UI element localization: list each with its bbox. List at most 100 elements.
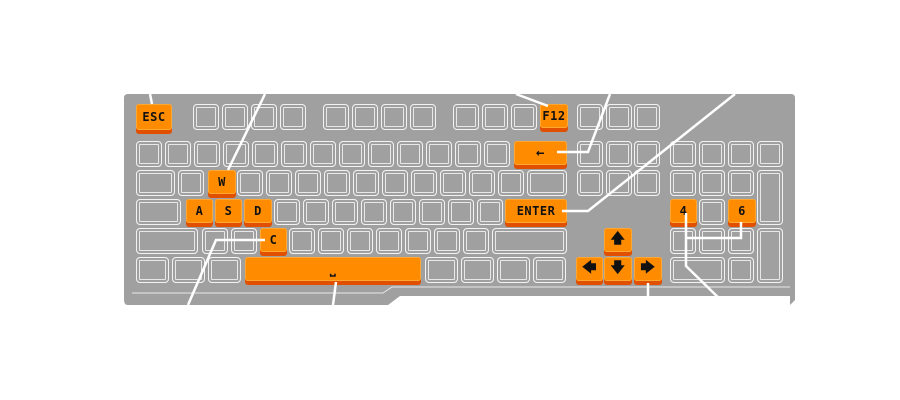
key[interactable] xyxy=(670,141,696,167)
key[interactable] xyxy=(353,170,379,196)
key[interactable] xyxy=(728,141,754,167)
key[interactable] xyxy=(310,141,336,167)
key[interactable] xyxy=(699,141,725,167)
key[interactable] xyxy=(361,199,387,225)
key[interactable] xyxy=(482,104,508,130)
key[interactable] xyxy=(757,228,783,283)
key[interactable] xyxy=(527,170,567,196)
key[interactable] xyxy=(498,170,524,196)
key[interactable] xyxy=(303,199,329,225)
key-s-highlighted[interactable]: S xyxy=(215,199,242,223)
key[interactable] xyxy=(533,257,566,283)
key[interactable] xyxy=(165,141,191,167)
key[interactable] xyxy=(266,170,292,196)
key[interactable] xyxy=(339,141,365,167)
key[interactable] xyxy=(606,141,632,167)
key[interactable] xyxy=(699,199,725,225)
key[interactable] xyxy=(222,104,248,130)
key[interactable] xyxy=(426,141,452,167)
key[interactable] xyxy=(178,170,204,196)
key-a-highlighted[interactable]: A xyxy=(186,199,213,223)
key[interactable] xyxy=(469,170,495,196)
key[interactable] xyxy=(208,257,241,283)
key[interactable] xyxy=(405,228,431,254)
key-num6-highlighted[interactable]: 6 xyxy=(728,199,756,223)
key[interactable] xyxy=(274,199,300,225)
key[interactable] xyxy=(136,170,175,196)
key[interactable] xyxy=(172,257,205,283)
key[interactable] xyxy=(606,104,632,130)
key-label: ESC xyxy=(142,110,166,124)
key[interactable] xyxy=(376,228,402,254)
key[interactable] xyxy=(368,141,394,167)
key[interactable] xyxy=(397,141,423,167)
key-arrow-down-highlighted[interactable]: 🡇 xyxy=(604,257,632,281)
key[interactable] xyxy=(252,141,278,167)
key[interactable] xyxy=(477,199,503,225)
key[interactable] xyxy=(699,228,725,254)
key[interactable] xyxy=(463,228,489,254)
key[interactable] xyxy=(577,141,603,167)
key[interactable] xyxy=(497,257,530,283)
key-esc-highlighted[interactable]: ESC xyxy=(136,104,172,130)
key[interactable] xyxy=(440,170,466,196)
key[interactable] xyxy=(324,170,350,196)
key[interactable] xyxy=(757,141,783,167)
key[interactable] xyxy=(606,170,632,196)
key[interactable] xyxy=(728,170,754,196)
key[interactable] xyxy=(455,141,481,167)
key[interactable] xyxy=(670,228,696,254)
key[interactable] xyxy=(410,104,436,130)
key[interactable] xyxy=(281,141,307,167)
key[interactable] xyxy=(670,170,696,196)
key[interactable] xyxy=(136,257,169,283)
key-space-highlighted[interactable]: ⎵ xyxy=(245,257,421,281)
key-arrow-left-highlighted[interactable]: 🡄 xyxy=(576,257,603,281)
key[interactable] xyxy=(136,141,162,167)
key-num4-highlighted[interactable]: 4 xyxy=(670,199,697,223)
key-enter-highlighted[interactable]: ENTER xyxy=(505,199,567,223)
key[interactable] xyxy=(382,170,408,196)
key[interactable] xyxy=(323,104,349,130)
key[interactable] xyxy=(136,199,181,225)
key[interactable] xyxy=(136,228,198,254)
key[interactable] xyxy=(453,104,479,130)
key[interactable] xyxy=(699,170,725,196)
key[interactable] xyxy=(670,257,725,283)
key[interactable] xyxy=(419,199,445,225)
key[interactable] xyxy=(484,141,510,167)
key[interactable] xyxy=(757,170,783,225)
key[interactable] xyxy=(434,228,460,254)
key[interactable] xyxy=(194,141,220,167)
key[interactable] xyxy=(728,257,754,283)
key[interactable] xyxy=(295,170,321,196)
key[interactable] xyxy=(223,141,249,167)
key[interactable] xyxy=(390,199,416,225)
key-label: S xyxy=(224,204,233,218)
key-d-highlighted[interactable]: D xyxy=(244,199,272,223)
key[interactable] xyxy=(193,104,219,130)
key[interactable] xyxy=(251,104,277,130)
key[interactable] xyxy=(347,228,373,254)
key[interactable] xyxy=(352,104,378,130)
key[interactable] xyxy=(237,170,263,196)
key-w-highlighted[interactable]: W xyxy=(208,170,236,194)
key[interactable] xyxy=(318,228,344,254)
key[interactable] xyxy=(425,257,458,283)
key[interactable] xyxy=(448,199,474,225)
key[interactable] xyxy=(461,257,494,283)
key-arrow-right-highlighted[interactable]: 🡆 xyxy=(634,257,662,281)
key[interactable] xyxy=(332,199,358,225)
key-arrow-up-highlighted[interactable]: 🡅 xyxy=(604,228,632,252)
key[interactable] xyxy=(289,228,315,254)
key[interactable] xyxy=(634,104,660,130)
key[interactable] xyxy=(411,170,437,196)
key[interactable] xyxy=(492,228,567,254)
key[interactable] xyxy=(511,104,537,130)
key[interactable] xyxy=(577,170,603,196)
key[interactable] xyxy=(634,170,660,196)
key-label: ENTER xyxy=(516,204,556,218)
key-f12-highlighted[interactable]: F12 xyxy=(540,104,568,128)
key[interactable] xyxy=(280,104,306,130)
key[interactable] xyxy=(381,104,407,130)
